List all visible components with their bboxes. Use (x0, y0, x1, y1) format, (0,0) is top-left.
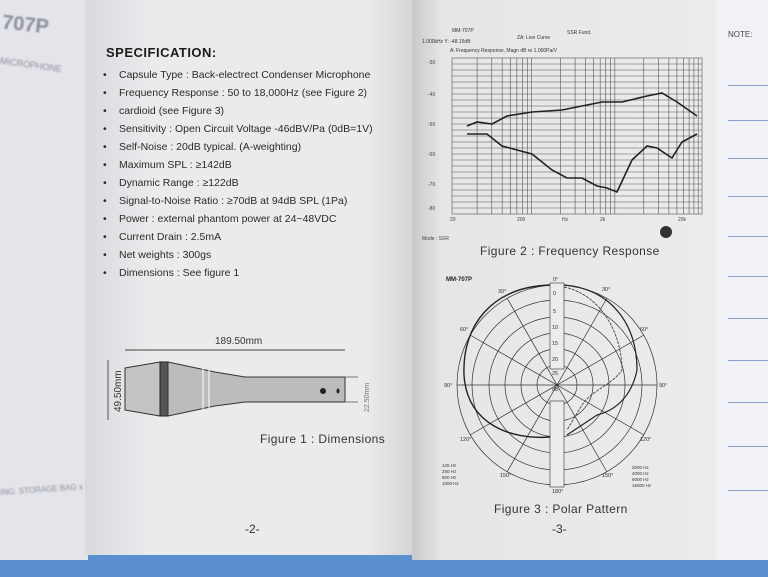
length-label: 189.50mm (215, 336, 262, 347)
spec-item: Net weights : 300gs (103, 246, 373, 264)
spec-heading: SPECIFICATION: (106, 45, 217, 60)
svg-text:10: 10 (552, 325, 558, 331)
svg-text:dB: dB (552, 387, 559, 393)
fr-header-mid: ZA: Live Curve (517, 35, 550, 41)
svg-text:90°: 90° (659, 383, 667, 389)
spec-item: Sensitivity : Open Circuit Voltage -46dB… (103, 120, 373, 138)
svg-text:30°: 30° (498, 289, 506, 295)
flap-footer: ING: STORAGE BAG x 1 (0, 481, 88, 498)
svg-text:1000 Hz: 1000 Hz (442, 481, 460, 486)
svg-text:16000 Hz: 16000 Hz (632, 483, 652, 488)
svg-text:-40: -40 (428, 92, 435, 98)
svg-text:-30: -30 (428, 60, 435, 66)
svg-text:0°: 0° (553, 277, 558, 283)
svg-text:4000 Hz: 4000 Hz (632, 471, 650, 476)
head-diameter-label: 49.50mm (113, 370, 124, 412)
svg-text:25: 25 (552, 371, 558, 377)
svg-text:-60: -60 (428, 152, 435, 158)
svg-text:90°: 90° (444, 383, 452, 389)
polar-angle-labels: 0° 30° 60° 90° 120° 150° 180° 150° 120° 90° 6… (444, 277, 667, 495)
svg-text:150°: 150° (602, 473, 613, 479)
page-number: -3- (552, 522, 567, 536)
svg-text:120°: 120° (640, 437, 651, 443)
svg-text:0: 0 (553, 291, 556, 297)
spec-item: cardioid (see Figure 3) (103, 102, 373, 120)
polar-curve-left (463, 284, 551, 439)
flap-subtitle: MICROPHONE (0, 55, 63, 75)
fr-grid (451, 57, 703, 215)
figure3-caption: Figure 3 : Polar Pattern (494, 502, 628, 516)
fr-curve-on-axis (466, 92, 698, 127)
page-2: SPECIFICATION: Capsule Type : Back-elect… (85, 0, 415, 555)
svg-text:20: 20 (450, 217, 456, 223)
polar-model: MM-707P (446, 277, 472, 283)
svg-text:250 Hz: 250 Hz (442, 469, 457, 474)
fr-subtitle: A: Frequency Response, Magn dB re 1.000P… (450, 48, 558, 54)
spec-item: Signal-to-Noise Ratio : ≥70dB at 94dB SP… (103, 192, 373, 210)
flap-title: 707P (1, 11, 50, 39)
fr-header-left: 1.000kHz Y: -48.15dB (422, 39, 471, 45)
svg-text:2000 Hz: 2000 Hz (632, 465, 650, 470)
polar-pattern-figure: MM-707P 0 5 10 15 20 25 dB 0° 30° 60° 90° 120… (442, 277, 667, 495)
svg-text:180°: 180° (552, 489, 563, 495)
svg-text:20k: 20k (678, 217, 687, 223)
notes-label: NOTE: (728, 30, 753, 39)
svg-text:200: 200 (517, 217, 526, 223)
page-3: MM-707P 1.000kHz Y: -48.15dB ZA: Live Cu… (412, 0, 720, 560)
svg-text:60°: 60° (640, 327, 648, 333)
fr-curve-rear (467, 133, 698, 194)
svg-text:5: 5 (553, 309, 556, 315)
svg-text:Hz: Hz (562, 217, 569, 223)
microphone-dimension-drawing: 189.50mm 49.50mm 22.50mm (107, 336, 371, 420)
svg-text:20: 20 (552, 357, 558, 363)
figure1-caption: Figure 1 : Dimensions (260, 432, 386, 446)
spec-item: Maximum SPL : ≥142dB (103, 156, 373, 174)
spec-item: Self-Noise : 20dB typical. (A-weighting) (103, 138, 373, 156)
tail-diameter-label: 22.50mm (364, 383, 371, 412)
brand-logo-icon (660, 226, 672, 238)
spec-item: Capsule Type : Back-electrect Condenser … (103, 66, 373, 84)
page-number: -2- (245, 522, 260, 536)
svg-text:500 Hz: 500 Hz (442, 475, 457, 480)
figure2-caption: Figure 2 : Frequency Response (480, 244, 660, 258)
polar-ring-labels: 0 5 10 15 20 25 dB (552, 291, 559, 393)
spec-item: Dynamic Range : ≥122dB (103, 174, 373, 192)
spec-item: Dimensions : See figure 1 (103, 264, 373, 282)
spec-item: Current Drain : 2.5mA (103, 228, 373, 246)
fr-header-right: SSR Fund. (567, 30, 591, 36)
spec-item: Power : external phantom power at 24~48V… (103, 210, 373, 228)
svg-text:2k: 2k (600, 217, 606, 223)
notes-flap: NOTE: (716, 0, 768, 560)
svg-text:125 Hz: 125 Hz (442, 463, 457, 468)
frequency-response-figure: MM-707P 1.000kHz Y: -48.15dB ZA: Live Cu… (422, 28, 703, 242)
svg-text:15: 15 (552, 341, 558, 347)
svg-text:8000 Hz: 8000 Hz (632, 477, 650, 482)
svg-text:-70: -70 (428, 182, 435, 188)
svg-text:120°: 120° (460, 437, 471, 443)
svg-text:60°: 60° (460, 327, 468, 333)
svg-text:-80: -80 (428, 206, 435, 212)
svg-text:150°: 150° (500, 473, 511, 479)
left-flap-page: 707P MICROPHONE ING: STORAGE BAG x 1 (0, 0, 88, 560)
svg-text:30°: 30° (602, 287, 610, 293)
polar-curve-right (563, 284, 638, 436)
spec-list: Capsule Type : Back-electrect Condenser … (103, 66, 373, 282)
spec-item: Frequency Response : 50 to 18,000Hz (see… (103, 84, 373, 102)
svg-text:-50: -50 (428, 122, 435, 128)
svg-text:Mode : SSR: Mode : SSR (422, 236, 449, 242)
fr-model: MM-707P (452, 28, 474, 34)
